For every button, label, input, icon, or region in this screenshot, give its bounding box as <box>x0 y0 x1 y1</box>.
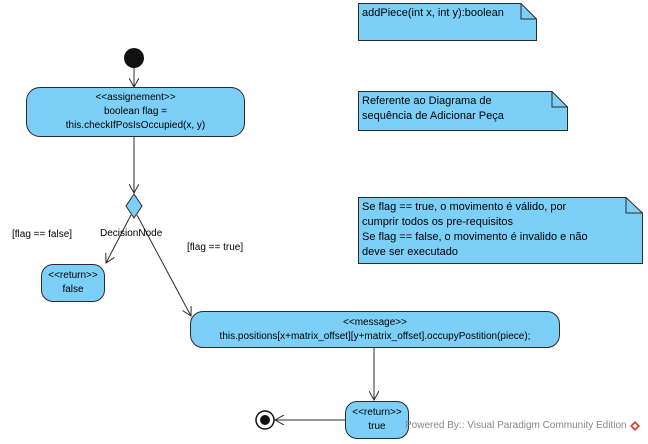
return-true-stereotype: <<return>> <box>352 407 402 418</box>
guard-false-label: [flag == false] <box>12 229 73 240</box>
note-shape-icon <box>358 197 643 264</box>
note-flag-line-1: Se flag == true, o movimento é válido, p… <box>362 201 567 213</box>
watermark-text: Powered By:: Visual Paradigm Community E… <box>405 420 627 431</box>
return-true-node[interactable]: <<return>> true <box>345 401 409 439</box>
edge-decision-to-false <box>106 214 132 263</box>
return-false-value: false <box>62 284 84 295</box>
assign-line-2: this.checkIfPosIsOccupied(x, y) <box>65 120 206 131</box>
edge-decision-to-message <box>136 214 191 316</box>
final-node-inner <box>260 415 270 425</box>
guard-true-label: [flag == true] <box>187 242 244 253</box>
initial-node[interactable] <box>124 48 144 68</box>
assign-action-node[interactable]: <<assignement>> boolean flag = this.chec… <box>26 87 245 137</box>
note-shape-icon <box>358 3 537 41</box>
note-flag-line-4: deve ser executado <box>362 246 459 258</box>
note-signature-line-1: addPiece(int x, int y):boolean <box>362 7 504 19</box>
note-shape-icon <box>358 91 568 131</box>
return-false-stereotype: <<return>> <box>48 270 98 281</box>
note-flag-line-3: Se flag == false, o movimento é invalido… <box>362 231 588 243</box>
message-stereotype: <<message>> <box>343 316 407 328</box>
message-action-node[interactable]: <<message>> this.positions[x+matrix_offs… <box>190 311 560 348</box>
return-true-value: true <box>368 421 386 432</box>
note-reference-line-2: sequência de Adicionar Peça <box>362 110 504 122</box>
assign-stereotype: <<assignement>> <box>95 92 176 103</box>
note-flag-explanation[interactable]: Se flag == true, o movimento é válido, p… <box>358 197 643 264</box>
decision-diamond[interactable] <box>125 193 143 219</box>
watermark: Powered By:: Visual Paradigm Community E… <box>405 420 640 431</box>
assign-line-1: boolean flag = <box>103 106 168 117</box>
message-line-1: this.positions[x+matrix_offset][y+matrix… <box>219 330 531 342</box>
decision-label: DecisionNode <box>100 228 163 239</box>
note-signature[interactable]: addPiece(int x, int y):boolean <box>358 3 537 41</box>
note-reference-line-1: Referente ao Diagrama de <box>362 95 492 107</box>
note-flag-line-2: cumprir todos os pre-requisitos <box>362 216 514 228</box>
return-false-node[interactable]: <<return>> false <box>41 264 105 302</box>
note-reference[interactable]: Referente ao Diagrama de sequência de Ad… <box>358 91 568 131</box>
visual-paradigm-logo-icon <box>629 420 640 431</box>
